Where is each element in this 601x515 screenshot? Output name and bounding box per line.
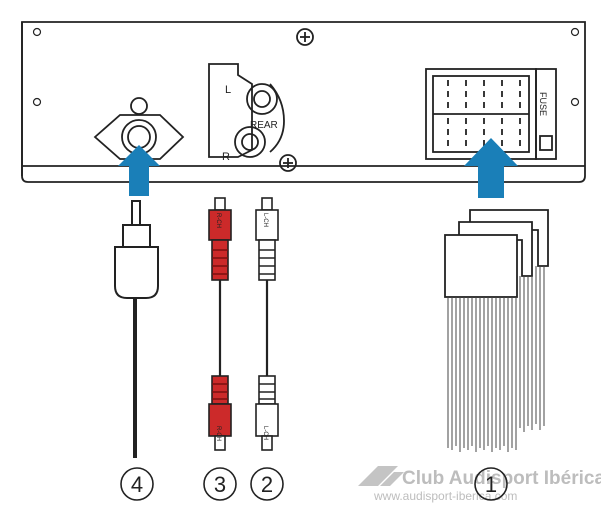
callout-4-circle	[120, 467, 154, 501]
watermark-url: www.audisport-iberica.com	[373, 489, 517, 503]
iso-harness	[444, 209, 549, 298]
callout-4-number: 4	[131, 472, 143, 497]
rca-rear-label: REAR	[250, 120, 278, 131]
watermark-title: Club Audisport Ibérica	[402, 468, 601, 489]
callout-3-circle	[203, 467, 237, 501]
antenna-plug	[114, 200, 159, 458]
white-plug-top-label: L-CH	[262, 213, 268, 227]
arrow-antenna	[118, 145, 160, 196]
rca-cable-white	[255, 197, 279, 451]
rca-rear-outputs	[208, 63, 285, 158]
white-plug-bottom-label: L-CH	[262, 426, 268, 440]
red-plug-bottom-label: R-CH	[215, 426, 221, 441]
rca-right-label: R	[222, 151, 230, 163]
callout-2-number: 2	[261, 472, 273, 497]
callout-2-circle	[250, 467, 284, 501]
callout-3-number: 3	[214, 472, 226, 497]
rca-cable-red	[208, 197, 232, 451]
callout-1-number: 1	[485, 472, 497, 497]
harness-wires	[447, 266, 545, 452]
arrow-iso	[464, 138, 518, 198]
antenna-socket	[93, 97, 185, 160]
fuse-label: FUSE	[538, 92, 548, 116]
red-plug-top-label: R-CH	[215, 213, 221, 228]
callout-1-circle	[474, 467, 508, 501]
rca-left-label: L	[225, 84, 231, 96]
watermark-logo	[358, 466, 404, 486]
iso-connector-socket	[425, 68, 557, 160]
